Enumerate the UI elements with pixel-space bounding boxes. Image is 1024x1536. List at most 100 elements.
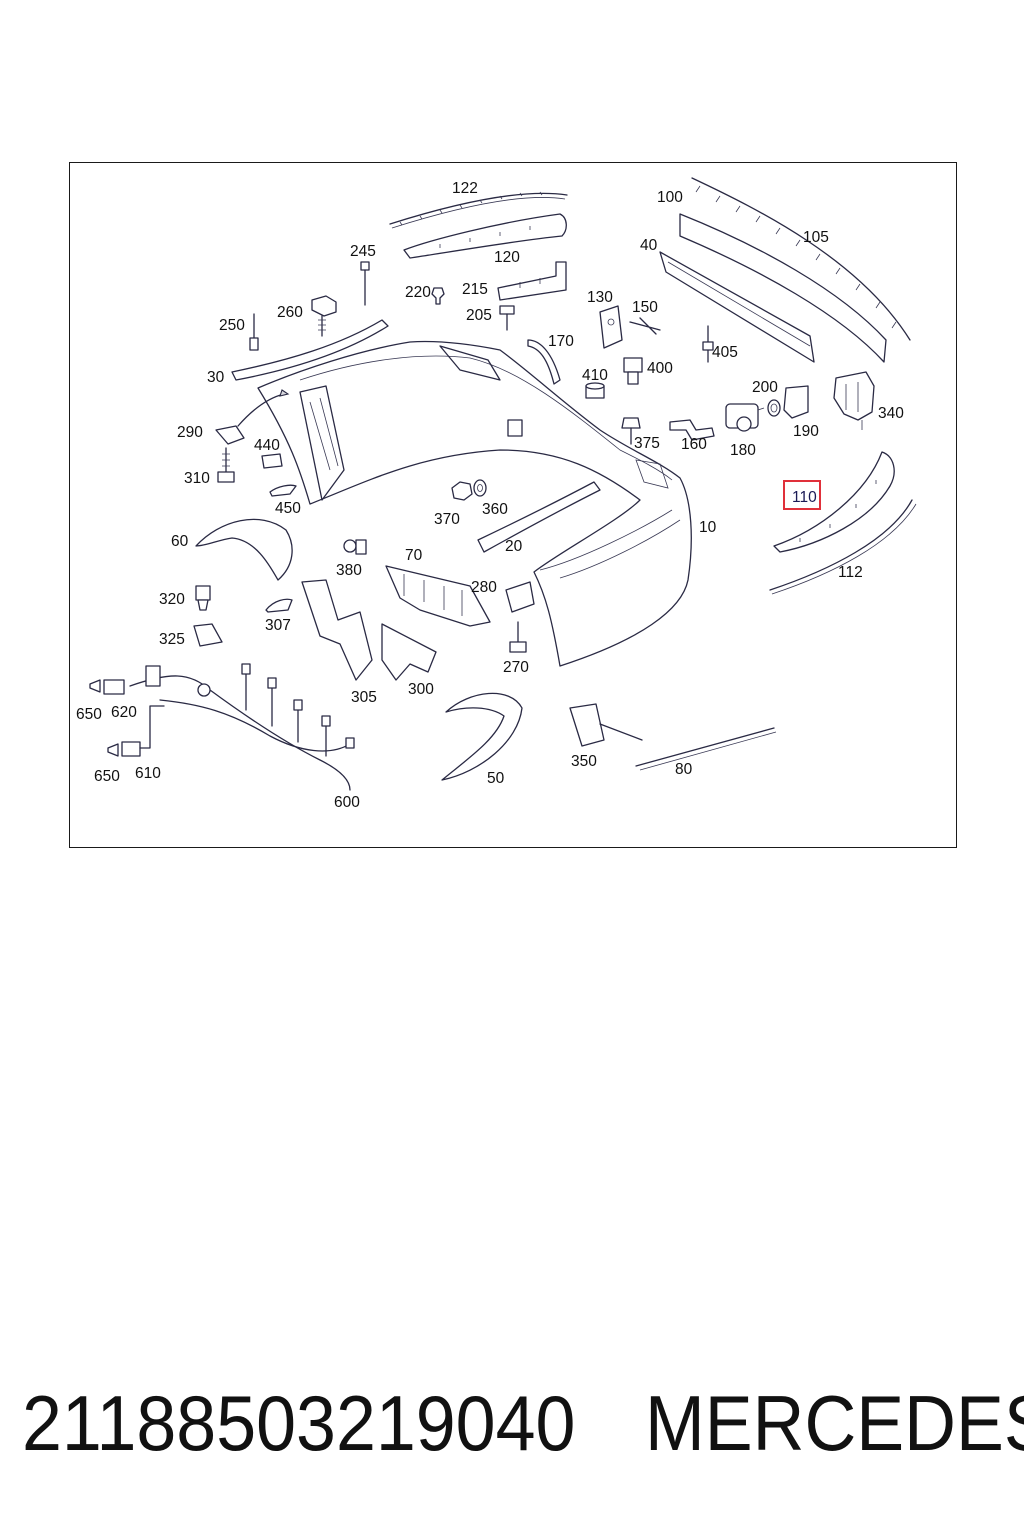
- part-180-sensor: [725, 403, 765, 432]
- part-410-grommet: [585, 382, 605, 399]
- part-400-sensor: [623, 357, 643, 385]
- callout-305: 305: [351, 689, 377, 706]
- part-340-housing: [833, 371, 875, 430]
- callout-250: 250: [219, 317, 245, 334]
- callout-150: 150: [632, 299, 658, 316]
- callout-620: 620: [111, 704, 137, 721]
- callout-610: 610: [135, 765, 161, 782]
- part-250-pin: [249, 313, 259, 351]
- part-130-plate: [599, 305, 623, 349]
- callout-110: 110: [792, 489, 817, 506]
- part-290-clip: [215, 389, 290, 445]
- callout-440: 440: [254, 437, 280, 454]
- part-620-connector: [103, 665, 161, 695]
- part-120-cover: [403, 213, 567, 259]
- part-205-screw: [499, 305, 515, 331]
- callout-245: 245: [350, 243, 376, 260]
- part-370-nut: [451, 481, 473, 501]
- callout-200: 200: [752, 379, 778, 396]
- part-600-harness: [129, 663, 355, 791]
- footer: 21188503219040 MERCEDES: [0, 1378, 1024, 1468]
- callout-280: 280: [471, 579, 497, 596]
- part-380-clip: [343, 539, 367, 555]
- callout-105: 105: [803, 229, 829, 246]
- part-325-bracket: [193, 623, 223, 647]
- part-110-molding: [773, 451, 895, 553]
- callout-112: 112: [838, 564, 863, 581]
- callout-370: 370: [434, 511, 460, 528]
- part-610-connector: [121, 705, 165, 757]
- part-20-strip: [477, 481, 601, 553]
- part-150-pin: [629, 317, 661, 335]
- part-170-bracket: [527, 339, 561, 385]
- callout-70: 70: [405, 547, 423, 564]
- part-310-screw: [217, 447, 235, 483]
- part-10-bumper: [257, 340, 692, 667]
- part-40-absorber: [659, 251, 815, 363]
- part-245-pin: [360, 261, 370, 306]
- brand-name: MERCEDES: [645, 1379, 1024, 1467]
- part-60-liner: [195, 518, 293, 581]
- part-30-rail: [231, 319, 389, 381]
- callout-310: 310: [184, 470, 210, 487]
- part-70-bracket: [385, 565, 491, 627]
- part-280-bracket: [505, 581, 535, 613]
- callout-650-upper: 650: [76, 706, 102, 723]
- callout-600: 600: [334, 794, 360, 811]
- callout-220: 220: [405, 284, 431, 301]
- callout-30: 30: [207, 369, 225, 386]
- callout-20: 20: [505, 538, 523, 555]
- part-122-trim-strip: [389, 191, 568, 229]
- callout-325: 325: [159, 631, 185, 648]
- callout-340: 340: [878, 405, 904, 422]
- part-350-bracket: [569, 703, 643, 747]
- callout-450: 450: [275, 500, 301, 517]
- callout-100: 100: [657, 189, 683, 206]
- part-305-bracket: [301, 579, 373, 681]
- part-300-bracket: [381, 623, 437, 681]
- callout-307: 307: [265, 617, 291, 634]
- part-320-clip: [195, 585, 211, 611]
- callout-50: 50: [487, 770, 505, 787]
- callout-120: 120: [494, 249, 520, 266]
- part-450-clip: [269, 484, 297, 497]
- part-100-105-strips: [679, 177, 911, 363]
- callout-190: 190: [793, 423, 819, 440]
- callout-215: 215: [462, 281, 488, 298]
- part-360-washer: [473, 479, 487, 497]
- highlight-box-110: [783, 480, 821, 510]
- part-270-screw: [509, 621, 527, 653]
- callout-205: 205: [466, 307, 492, 324]
- part-375-bolt: [621, 417, 641, 445]
- callout-180: 180: [730, 442, 756, 459]
- part-220-clip: [431, 287, 445, 305]
- part-307-clip: [265, 598, 293, 613]
- part-405-rivet: [702, 325, 714, 363]
- callout-650-lower: 650: [94, 768, 120, 785]
- callout-122: 122: [452, 180, 478, 197]
- part-650-plugs: [89, 679, 119, 757]
- callout-380: 380: [336, 562, 362, 579]
- part-50-arch: [441, 692, 523, 781]
- callout-80: 80: [675, 761, 693, 778]
- part-160-bracket: [669, 419, 715, 441]
- callout-375: 375: [634, 435, 660, 452]
- part-number: 21188503219040: [22, 1379, 576, 1467]
- callout-40: 40: [640, 237, 658, 254]
- part-190-holder: [783, 385, 809, 419]
- part-112-molding: [769, 499, 917, 595]
- callout-400: 400: [647, 360, 673, 377]
- callout-270: 270: [503, 659, 529, 676]
- diagram-frame: [69, 162, 957, 848]
- callout-405: 405: [712, 344, 738, 361]
- callout-130: 130: [587, 289, 613, 306]
- callout-300: 300: [408, 681, 434, 698]
- callout-410: 410: [582, 367, 608, 384]
- part-440-clip: [261, 453, 283, 469]
- callout-320: 320: [159, 591, 185, 608]
- callout-60: 60: [171, 533, 189, 550]
- callout-260: 260: [277, 304, 303, 321]
- callout-10: 10: [699, 519, 717, 536]
- part-80-strip: [635, 727, 777, 771]
